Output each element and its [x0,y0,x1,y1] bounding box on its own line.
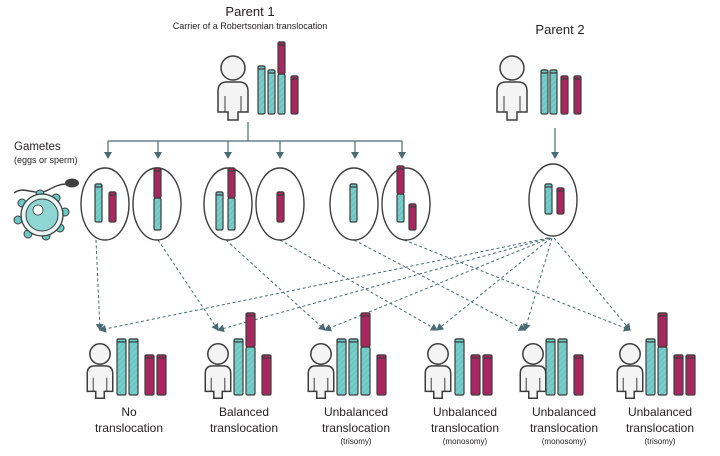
chromosome-7 [560,75,569,115]
egg-icon [13,189,70,241]
gametes-label: Gametes (eggs or sperm) [14,141,78,167]
chromosome-6 [549,69,558,115]
chromosome-30 [376,354,387,396]
chromosome-25 [245,312,256,396]
chromosome-24 [233,338,244,396]
sperm-icon [13,178,79,194]
chromosome-40 [685,354,696,396]
chromosome-35 [557,338,568,396]
gametes-title: Gametes [14,141,61,153]
gamete-oval-6 [381,167,431,241]
chromosome-15 [349,183,358,223]
chromosome-27 [336,338,347,396]
chromosome-16 [396,165,405,223]
chromosome-4 [290,75,299,115]
chromosome-26 [261,354,272,396]
chromosome-5 [540,69,549,115]
parent1-subtitle: Carrier of a Robertsonian translocation [172,21,328,31]
chromosome-9 [94,183,103,223]
chromosome-14 [276,191,285,223]
parent1-figure [217,55,249,121]
parent1-title: Parent 1 [225,4,275,19]
parent1-connectors [104,122,559,159]
chromosome-19 [556,187,565,215]
chromosome-12 [215,191,224,231]
chromosome-21 [128,338,139,396]
gamete-oval-1 [80,167,130,241]
chromosome-18 [544,183,553,215]
chromosome-11 [153,167,162,231]
chromosome-28 [348,338,359,396]
offspring-connectors [95,237,631,333]
offspring-figure-6 [616,343,644,399]
chromosome-32 [470,354,481,396]
gamete-oval-parent2 [528,163,578,237]
offspring-figure-4 [424,343,452,399]
chromosome-33 [482,354,493,396]
chromosome-17 [408,203,417,231]
offspring-figure-1 [86,343,114,399]
chromosome-29 [360,312,371,396]
people-figures [86,55,644,399]
chromosome-13 [227,167,236,231]
offspring-figure-3 [307,343,335,399]
offspring-figure-2 [204,343,232,399]
chromosome-23 [156,354,167,396]
chromosome-2 [267,69,276,115]
chromosome-20 [116,338,127,396]
chromosome-22 [144,354,155,396]
chromosome-38 [657,312,668,396]
chromosome-37 [645,338,656,396]
chromosome-1 [257,65,266,115]
parent2-title: Parent 2 [535,22,585,37]
gametes-subtitle: (eggs or sperm) [14,155,78,165]
parent2-figure [496,55,528,121]
chromosome-39 [673,354,684,396]
chromosome-36 [573,354,584,396]
chromosome-3 [277,41,286,115]
chromosomes [94,41,696,396]
chromosome-8 [573,75,582,115]
chromosome-10 [108,191,117,223]
chromosome-34 [545,338,556,396]
offspring-figure-5 [519,343,547,399]
chromosome-31 [454,338,465,396]
